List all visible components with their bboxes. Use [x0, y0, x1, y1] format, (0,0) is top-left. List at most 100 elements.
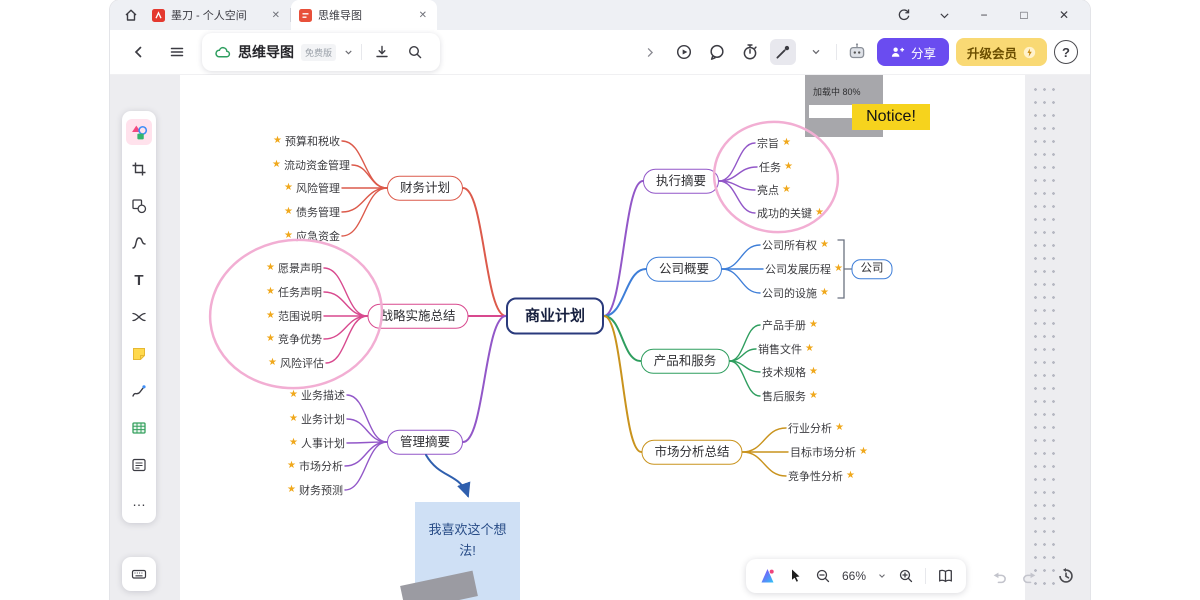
mindmap-leaf-node[interactable]: 宗旨★ — [757, 135, 791, 151]
sticky-note-tool[interactable] — [126, 341, 152, 367]
mindmap-node-layer: 商业计划财务计划★预算和税收★流动资金管理★风险管理★债务管理★应急资金战略实施… — [180, 75, 1025, 600]
mindmap-leaf-node[interactable]: ★债务管理 — [284, 204, 340, 220]
timer-button[interactable] — [737, 39, 763, 65]
select-cursor-button[interactable] — [788, 568, 804, 584]
chevron-down-icon[interactable] — [343, 47, 354, 58]
more-tools-button[interactable]: … — [126, 489, 152, 515]
tab-close-icon[interactable]: ✕ — [418, 9, 427, 21]
share-button[interactable]: 分享 — [876, 38, 949, 66]
frame-tool[interactable] — [126, 156, 152, 182]
mindmap-branch-node[interactable]: 产品和服务 — [640, 348, 730, 374]
mindmap-leaf-node[interactable]: ★愿景声明 — [266, 260, 322, 276]
star-icon: ★ — [287, 484, 296, 495]
mindmap-branch-node[interactable]: 公司概要 — [645, 256, 723, 282]
mindmap-branch-node[interactable]: 执行摘要 — [642, 168, 720, 194]
star-icon: ★ — [266, 310, 275, 321]
mindmap-leaf-node[interactable]: 公司所有权★ — [762, 237, 829, 253]
divider — [835, 44, 837, 60]
tab-mindmap[interactable]: 思维导图 ✕ — [291, 0, 437, 30]
dot-grid-pattern — [1031, 83, 1057, 595]
mindmap-leaf-node[interactable]: 任务★ — [759, 159, 793, 175]
window-close-button[interactable]: ✕ — [1058, 8, 1070, 22]
chevron-down-icon[interactable] — [877, 571, 887, 581]
history-button[interactable] — [1055, 565, 1077, 587]
download-button[interactable] — [369, 39, 395, 65]
connector-line-tool[interactable] — [126, 230, 152, 256]
mindmap-leaf-node[interactable]: ★预算和税收 — [273, 133, 340, 149]
collapse-panel-button[interactable] — [638, 39, 664, 65]
pen-tool[interactable] — [126, 378, 152, 404]
mindmap-leaf-node[interactable]: ★风险管理 — [284, 180, 340, 196]
mindmap-branch-node[interactable]: 市场分析总结 — [641, 439, 743, 465]
mindmap-leaf-node[interactable]: 公司发展历程★ — [765, 261, 843, 277]
mindmap-center-node[interactable]: 商业计划 — [505, 297, 605, 335]
mindmap-leaf-node[interactable]: ★业务描述 — [289, 387, 345, 403]
undo-button[interactable] — [988, 566, 1010, 588]
swap-connector-tool[interactable] — [126, 304, 152, 330]
back-button[interactable] — [126, 39, 152, 65]
tools-expand-button[interactable] — [803, 39, 829, 65]
upgrade-button[interactable]: 升级会员 — [955, 38, 1047, 66]
mindmap-leaf-node[interactable]: 行业分析★ — [788, 420, 844, 436]
zoom-level[interactable]: 66% — [842, 569, 867, 583]
mindmap-branch-node[interactable]: 管理摘要 — [386, 429, 464, 455]
mindmap-leaf-node[interactable]: 销售文件★ — [758, 341, 814, 357]
mindmap-leaf-node[interactable]: ★流动资金管理 — [272, 157, 350, 173]
mindmap-leaf-node[interactable]: ★市场分析 — [287, 458, 343, 474]
tab-personal-space[interactable]: 墨刀 - 个人空间 ✕ — [144, 0, 290, 30]
mindmap-leaf-node[interactable]: ★范围说明 — [266, 308, 322, 324]
mindmap-leaf-label: 流动资金管理 — [284, 160, 350, 172]
mindmap-leaf-node[interactable]: ★任务声明 — [266, 284, 322, 300]
mindmap-leaf-node[interactable]: 亮点★ — [757, 182, 791, 198]
mindmap-summary-node[interactable]: 公司 — [851, 259, 893, 279]
text-tool[interactable]: T — [126, 267, 152, 293]
minimize-button[interactable]: − — [980, 8, 988, 22]
search-button[interactable] — [402, 39, 428, 65]
home-button[interactable] — [118, 4, 144, 26]
comment-button[interactable] — [704, 39, 730, 65]
maximize-button[interactable]: □ — [1020, 8, 1028, 22]
notice-label[interactable]: Notice! — [852, 104, 930, 130]
mindmap-leaf-label: 公司的设施 — [762, 288, 817, 300]
shape-tool[interactable] — [126, 193, 152, 219]
star-icon: ★ — [835, 422, 844, 433]
redo-button[interactable] — [1018, 566, 1040, 588]
shortcut-panel-button[interactable] — [122, 557, 156, 591]
shapes-library-tool[interactable] — [126, 119, 152, 145]
menu-button[interactable] — [164, 39, 190, 65]
mindmap-leaf-node[interactable]: ★应急资金 — [284, 228, 340, 244]
mindmap-leaf-node[interactable]: 成功的关键★ — [757, 205, 824, 221]
text-tool-icon: T — [134, 271, 144, 289]
mindmap-connector-line — [462, 187, 507, 317]
mindmap-leaf-node[interactable]: ★财务预测 — [287, 482, 343, 498]
mindmap-branch-node[interactable]: 财务计划 — [386, 175, 464, 201]
window-menu-button[interactable] — [936, 7, 952, 23]
mindmap-leaf-node[interactable]: ★风险评估 — [268, 355, 324, 371]
mindmap-leaf-node[interactable]: 竞争性分析★ — [788, 468, 855, 484]
refresh-button[interactable] — [896, 7, 912, 23]
ai-assistant-button[interactable] — [844, 39, 870, 65]
present-button[interactable] — [671, 39, 697, 65]
mindmap-leaf-node[interactable]: 目标市场分析★ — [790, 444, 868, 460]
mindmap-leaf-label: 技术规格 — [762, 367, 806, 379]
table-tool[interactable] — [126, 415, 152, 441]
zoom-in-button[interactable] — [898, 568, 914, 584]
mindmap-leaf-node[interactable]: ★竞争优势 — [266, 331, 322, 347]
star-icon: ★ — [809, 366, 818, 377]
mindmap-leaf-node[interactable]: 公司的设施★ — [762, 285, 829, 301]
tool-panel: T — [122, 111, 156, 523]
mindmap-leaf-node[interactable]: ★人事计划 — [289, 435, 345, 451]
mindmap-leaf-node[interactable]: 售后服务★ — [762, 388, 818, 404]
canvas[interactable]: 商业计划财务计划★预算和税收★流动资金管理★风险管理★债务管理★应急资金战略实施… — [180, 75, 1025, 600]
search-icon — [409, 45, 422, 59]
mindmap-branch-node[interactable]: 战略实施总结 — [367, 303, 469, 329]
text-block-tool[interactable] — [126, 452, 152, 478]
mindmap-leaf-node[interactable]: ★业务计划 — [289, 411, 345, 427]
tab-close-icon[interactable]: ✕ — [271, 9, 280, 21]
laser-pointer-button[interactable] — [769, 39, 796, 65]
overview-map-button[interactable] — [937, 568, 954, 584]
help-button[interactable]: ? — [1054, 40, 1078, 64]
mindmap-leaf-node[interactable]: 产品手册★ — [762, 317, 818, 333]
mindmap-leaf-node[interactable]: 技术规格★ — [762, 364, 818, 380]
zoom-out-button[interactable] — [815, 568, 831, 584]
